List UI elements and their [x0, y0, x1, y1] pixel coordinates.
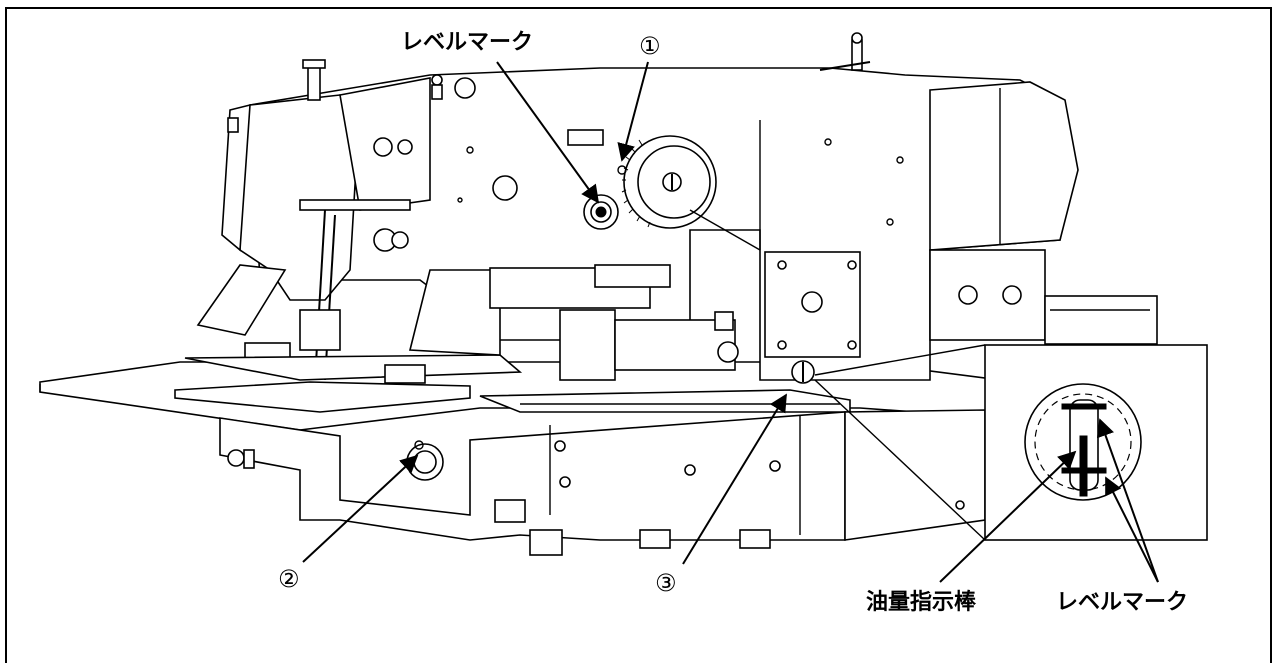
leader-level-mark-inset-a [1096, 418, 1159, 583]
leader-level-mark-top [496, 61, 600, 204]
leader-1 [617, 61, 649, 162]
sewing-machine-illustration [39, 32, 1158, 556]
work-plate [174, 381, 471, 413]
label-level-mark-top: レベルマーク [401, 30, 533, 55]
callout-1: ① [639, 32, 661, 60]
callout-3: ③ [655, 569, 677, 597]
oil-gauge-rod [1079, 435, 1088, 497]
page-frame [5, 7, 1272, 668]
callout-2: ② [278, 565, 300, 593]
label-level-mark-inset: レベルマーク [1056, 590, 1188, 615]
bed-body [219, 411, 846, 541]
oil-gauge-inset [814, 344, 1208, 541]
leader-oil-rod [939, 450, 1077, 583]
leader-3 [682, 393, 787, 565]
label-oil-gauge-rod: 油量指示棒 [866, 590, 977, 615]
leader-level-mark-inset-b [1105, 476, 1159, 583]
leader-2 [302, 454, 419, 563]
